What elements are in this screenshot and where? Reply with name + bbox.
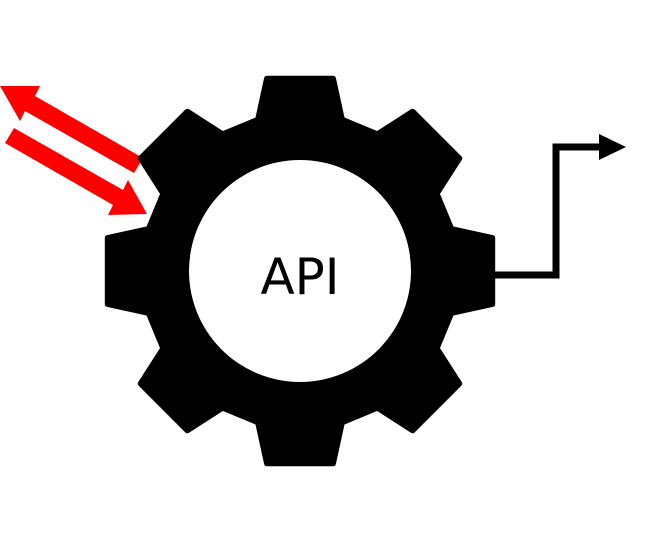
- gear-hole: [189, 160, 411, 382]
- outgoing-red-arrow: [0, 86, 143, 173]
- elbow-arrow-icon: [488, 134, 626, 279]
- gear-icon: [104, 75, 496, 467]
- api-label: API: [260, 248, 339, 306]
- incoming-red-arrow: [5, 128, 147, 215]
- bidirectional-arrows-icon: [0, 86, 147, 215]
- output-connector-line: [488, 143, 602, 279]
- output-arrowhead: [599, 134, 626, 160]
